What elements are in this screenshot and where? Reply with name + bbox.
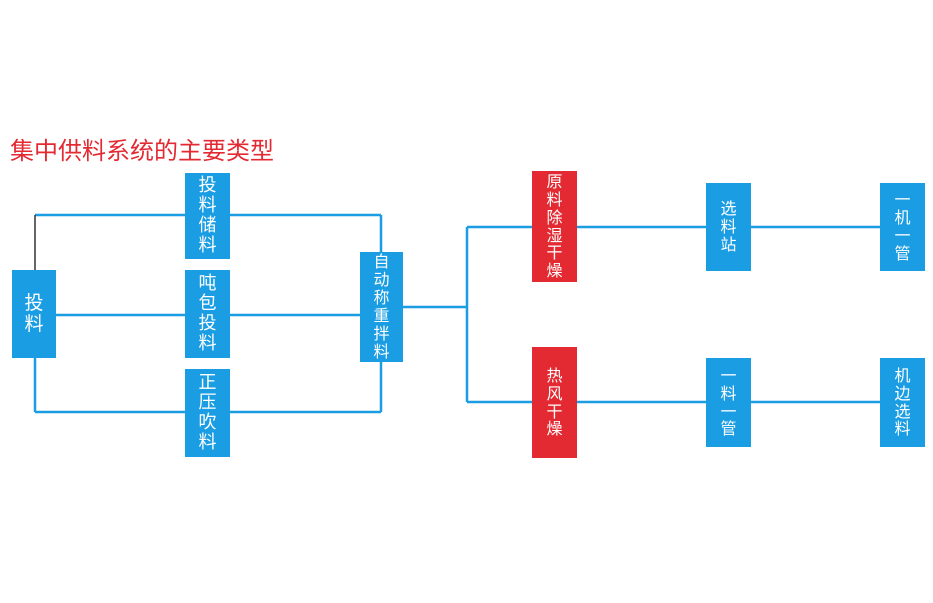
node-auto-weigh-mix: 自动称重拌料 <box>360 252 403 362</box>
node-label: 热风干燥 <box>546 365 563 439</box>
node-selection-station: 选料站 <box>706 183 751 271</box>
node-label: 投料 <box>24 291 44 335</box>
node-label: 选料站 <box>720 199 737 254</box>
node-one-material-one-pipe: 一料一管 <box>706 358 751 447</box>
node-hopper-storage: 投料储料 <box>185 173 230 259</box>
node-label: 原料除湿干燥 <box>546 171 563 281</box>
node-label: 吨包投料 <box>198 272 217 355</box>
node-label: 投料储料 <box>198 174 217 257</box>
node-positive-pressure: 正压吹料 <box>185 369 230 457</box>
node-label: 机边选料 <box>894 365 911 439</box>
node-feed: 投料 <box>12 270 56 358</box>
node-hot-air-dry: 热风干燥 <box>532 347 577 458</box>
node-raw-dry: 原料除湿干燥 <box>532 171 577 282</box>
page-title: 集中供料系统的主要类型 <box>10 137 274 165</box>
node-label: 一机一管 <box>894 190 911 263</box>
node-ton-bag-feed: 吨包投料 <box>185 270 230 358</box>
node-label: 一料一管 <box>720 365 737 439</box>
node-label: 自动称重拌料 <box>373 252 390 361</box>
node-one-machine-one-pipe: 一机一管 <box>880 183 925 271</box>
node-machine-side-select: 机边选料 <box>880 358 925 447</box>
node-label: 正压吹料 <box>198 371 217 454</box>
